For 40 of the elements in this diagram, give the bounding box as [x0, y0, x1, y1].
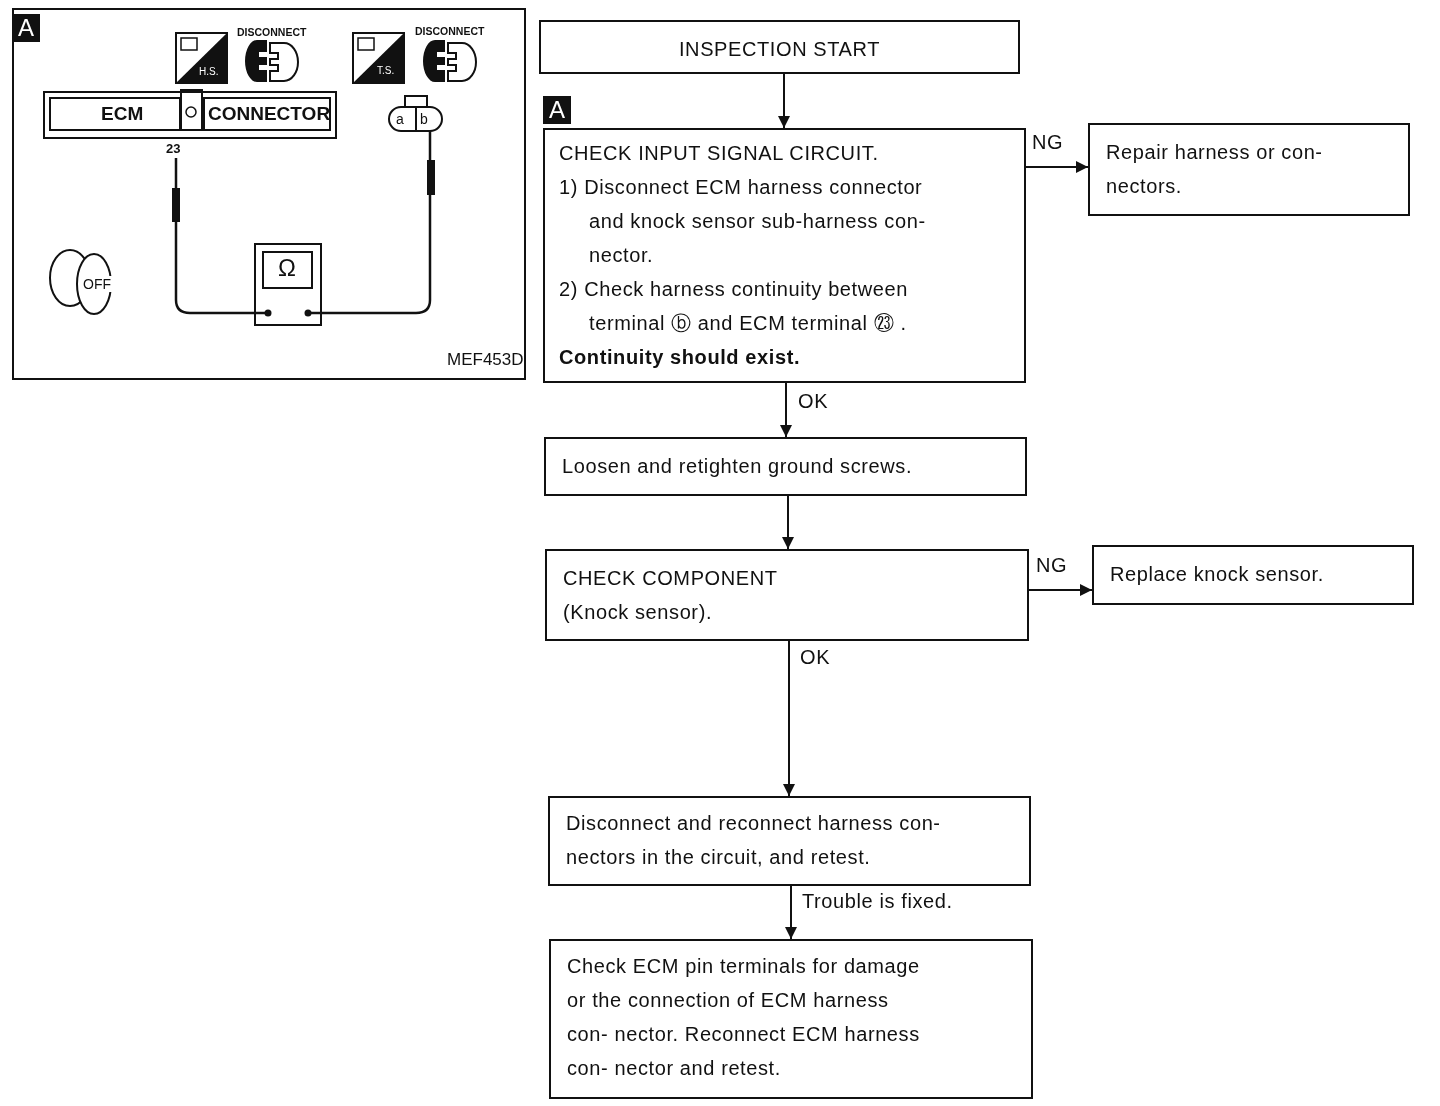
process-box: [543, 128, 1026, 383]
process-box: [548, 796, 1031, 886]
process-box: [544, 437, 1027, 496]
figure-code: MEF453D: [447, 351, 524, 368]
arrow: [1028, 584, 1093, 596]
arrow: [783, 640, 795, 797]
figure-tag: A: [12, 14, 40, 42]
arrow: [782, 495, 794, 550]
step-heading: CHECK COMPONENT: [563, 566, 779, 591]
process-box: [549, 939, 1033, 1099]
step-text: Disconnect and reconnect harness con- nectors in the circuit, and retest.: [566, 811, 942, 870]
process-box: [1088, 123, 1410, 216]
step-text: 2) Check harness continuity between terminal ⓑ and ECM terminal ㉓ . Continuity should exist.: [559, 277, 909, 370]
figure-tag: A: [543, 96, 571, 124]
icon-caption: T.S.: [377, 66, 395, 76]
process-box: [545, 549, 1029, 641]
terminal-number: 23: [166, 142, 181, 155]
switch-label: OFF: [82, 276, 112, 292]
terminal-label: a: [396, 112, 404, 126]
arrow: [780, 382, 792, 438]
arrow: [778, 73, 790, 129]
arrow: [785, 885, 797, 940]
step-text: Check ECM pin terminals for damage or the connection of ECM harness con- nector. Reconnect ECM harness con- nector and retest.: [567, 954, 921, 1081]
part-label: CONNECTOR: [208, 104, 331, 123]
part-label: ECM: [101, 104, 144, 123]
icon-caption: H.S.: [199, 67, 219, 77]
meter-symbol: Ω: [278, 256, 296, 280]
step-heading: CHECK INPUT SIGNAL CIRCUIT.: [559, 141, 880, 166]
process-box: [539, 20, 1020, 74]
step-text: (Knock sensor).: [563, 600, 714, 625]
step-text: 1) Disconnect ECM harness connector and knock sensor sub-harness con- nector.: [559, 175, 927, 268]
caption-text: DISCONNECT: [237, 27, 307, 38]
step-text: Repair harness or con- nectors.: [1106, 140, 1324, 199]
step-text: Loosen and retighten ground screws.: [562, 454, 914, 479]
terminal-label: b: [420, 112, 428, 126]
step-text: INSPECTION START: [677, 37, 882, 62]
arrow: [1025, 161, 1089, 173]
process-box: [1092, 545, 1414, 605]
step-text: Replace knock sensor.: [1110, 562, 1325, 587]
caption-text: DISCONNECT: [415, 26, 485, 37]
